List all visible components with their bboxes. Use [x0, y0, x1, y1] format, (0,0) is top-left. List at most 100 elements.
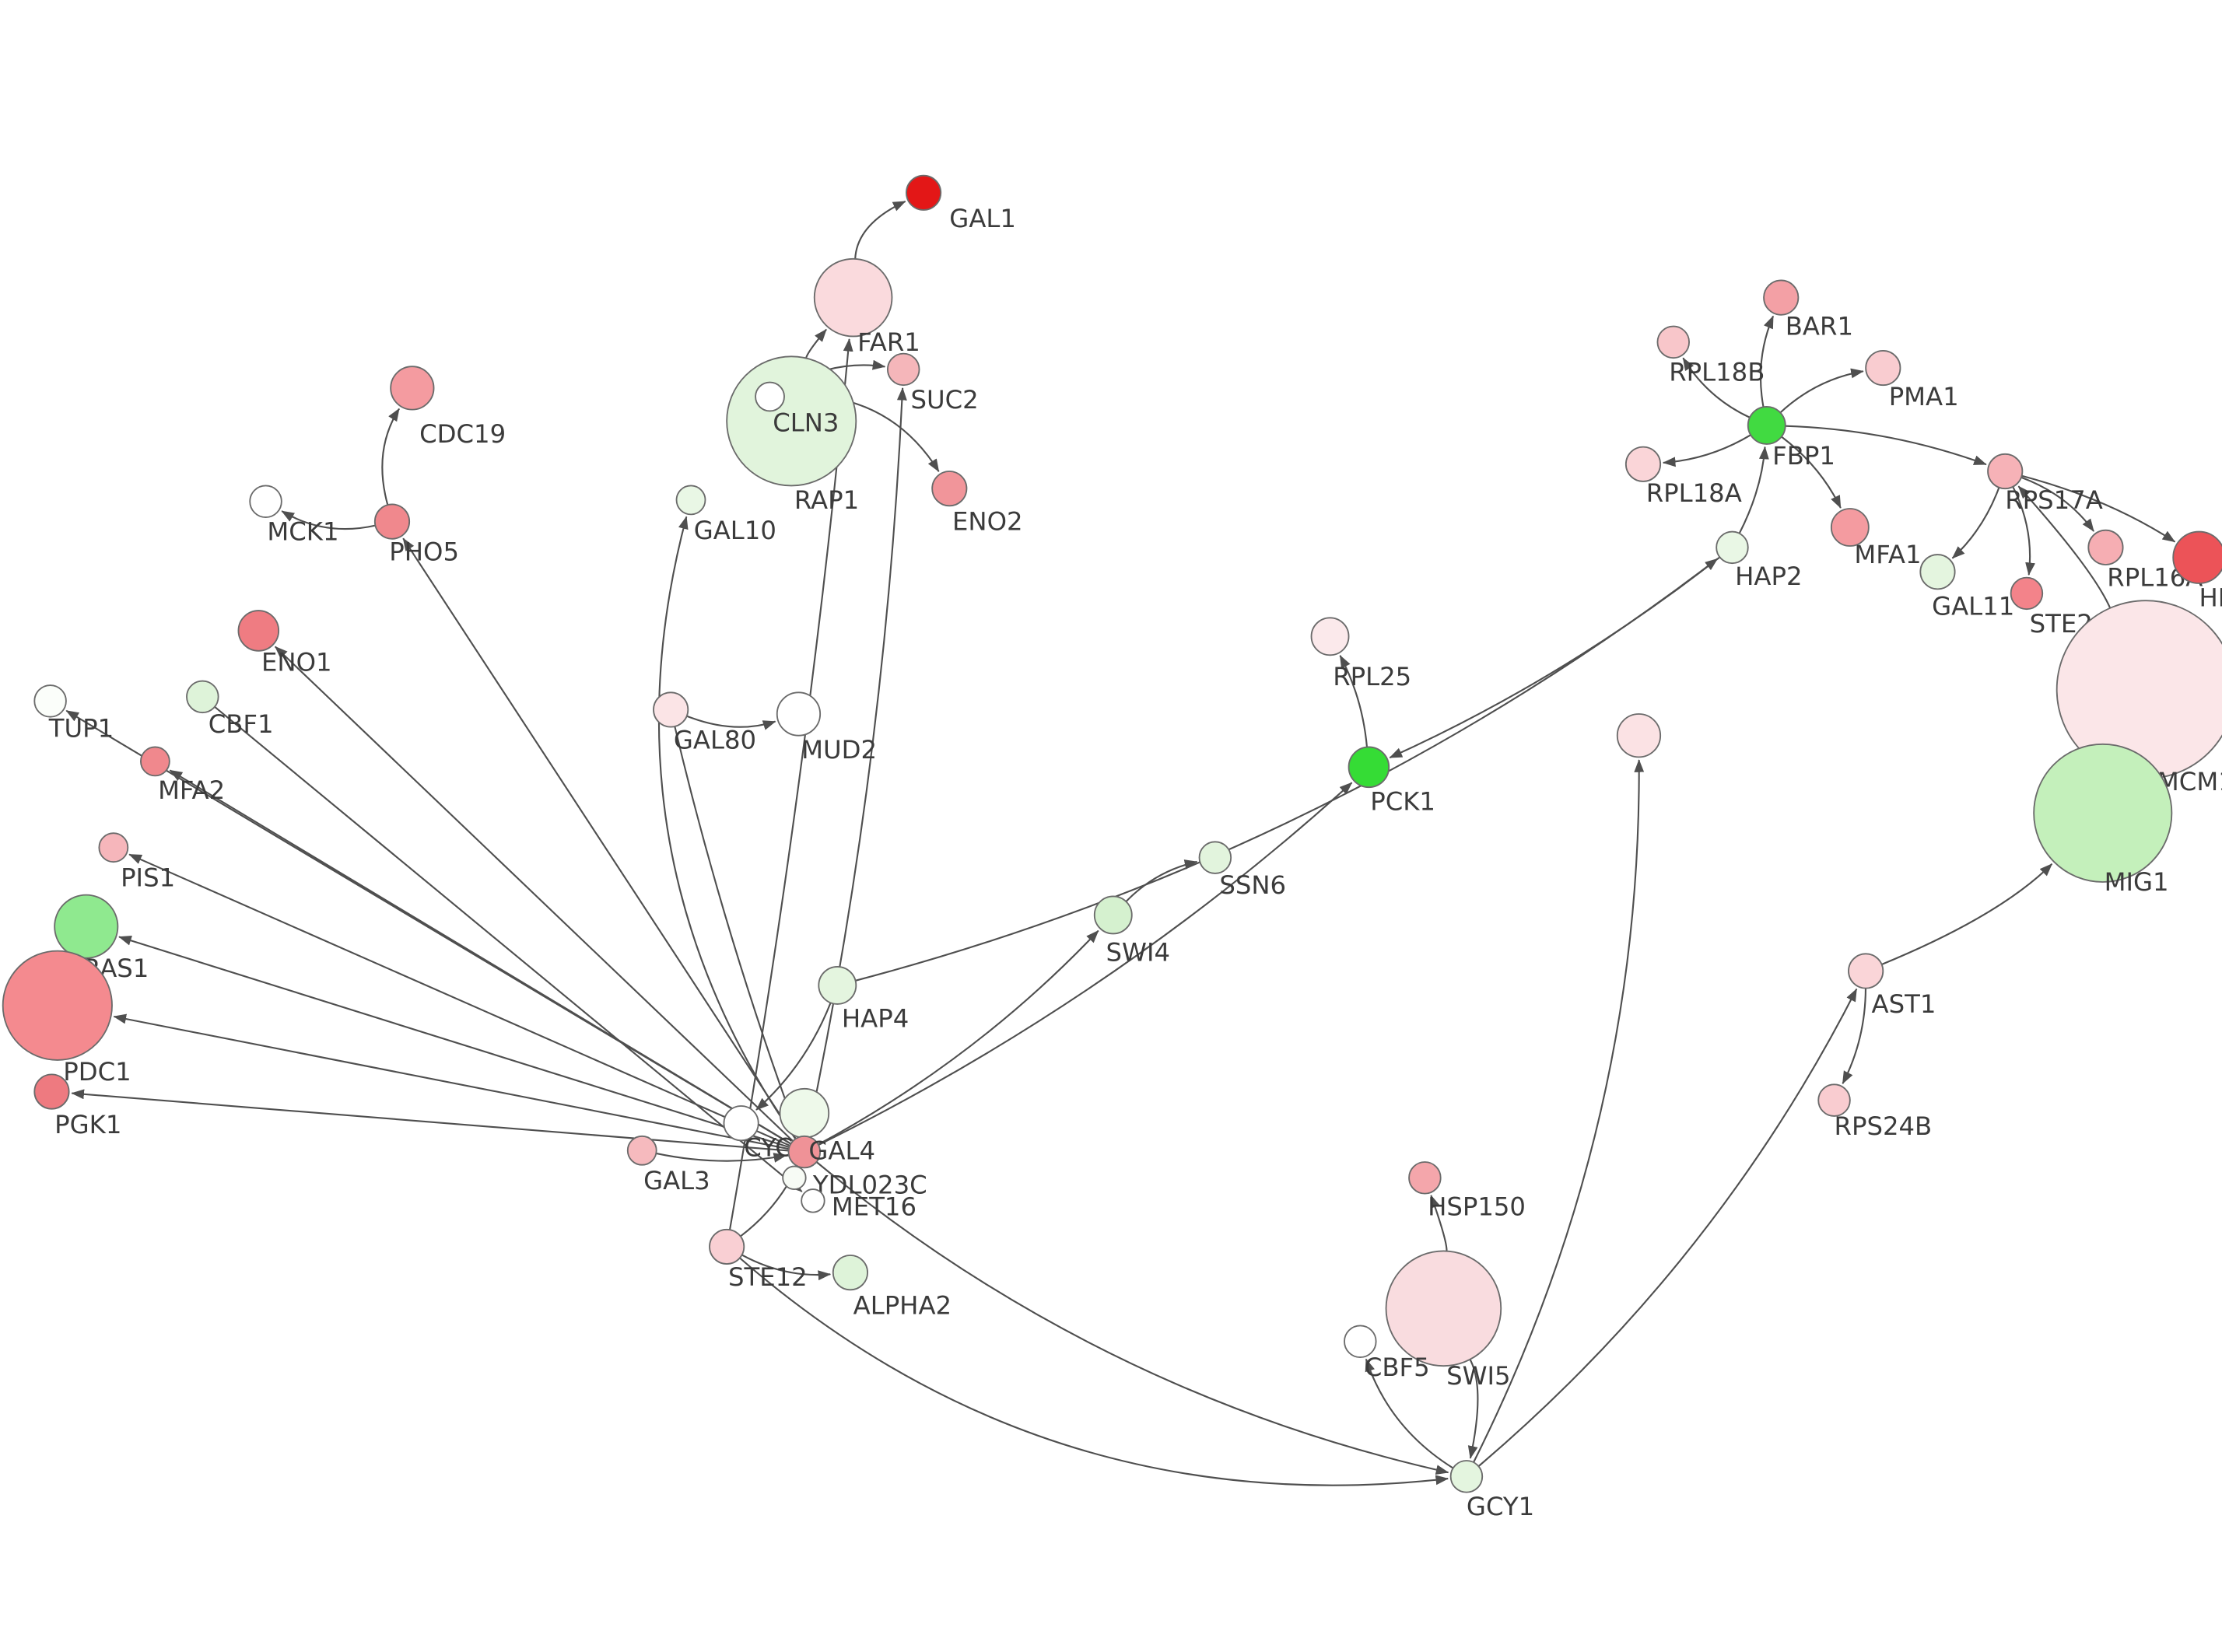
node-SWI4[interactable] [1093, 895, 1133, 935]
edge-GAL4-PGK1[interactable] [71, 1089, 789, 1152]
edge-HAP2-FBP1[interactable] [1738, 446, 1769, 534]
node-FBP1[interactable] [1747, 406, 1786, 445]
node-GAL10[interactable] [675, 485, 706, 516]
node-RPL18B[interactable] [1656, 325, 1690, 359]
edge-GAL4-PDC1[interactable] [113, 1013, 790, 1150]
node-AST1[interactable] [1848, 953, 1884, 989]
node-HAP4[interactable] [818, 966, 857, 1005]
node-RPL25[interactable] [1310, 617, 1350, 656]
edge-GAL4-MFA2[interactable] [169, 769, 792, 1145]
node-RPL16A[interactable] [2087, 529, 2124, 565]
node-MFA1[interactable] [1830, 508, 1870, 547]
node-MUD2[interactable] [776, 691, 822, 737]
node-PHO5[interactable] [373, 503, 411, 540]
edge-FAR1-GAL1[interactable] [854, 200, 906, 259]
node-SUC2[interactable] [887, 352, 920, 387]
node-MIG1[interactable] [2033, 743, 2173, 883]
node-RPS17A[interactable] [1987, 453, 2024, 490]
edge-SWI5-GCY1[interactable] [1467, 1359, 1479, 1459]
edge-PHO5-CDC19[interactable] [381, 408, 400, 506]
edge-GAL4-SWI4[interactable] [818, 929, 1099, 1146]
edge-GAL4-GCY1[interactable] [815, 1161, 1449, 1475]
node-CYC1[interactable] [723, 1105, 759, 1142]
node-STE12[interactable] [709, 1228, 745, 1265]
node-MCK1[interactable] [249, 485, 282, 519]
edge-FBP1-PMA1[interactable] [1779, 368, 1864, 414]
node-PDC1[interactable] [2, 950, 113, 1061]
node-MET16[interactable] [801, 1188, 825, 1213]
edge-GAL4-SUC2[interactable] [806, 387, 907, 1137]
node-CDC19[interactable] [390, 366, 435, 411]
edge-HAP2-PCK1[interactable] [1389, 556, 1721, 759]
edge-RPS17A-STE2[interactable] [2012, 486, 2035, 576]
edge-RPS17A-HIS4[interactable] [2021, 474, 2176, 543]
edge-GAL4-PHO5[interactable] [402, 537, 797, 1139]
node-GCY1[interactable] [1449, 1460, 1484, 1493]
node-YDL023C[interactable] [782, 1165, 807, 1191]
edge-PHO5-MCK1[interactable] [281, 510, 376, 530]
edge-STE12-ALPHA2[interactable] [741, 1254, 832, 1281]
edge-SWI5-HSP150[interactable] [1430, 1195, 1448, 1251]
node-GAL4[interactable] [787, 1135, 822, 1169]
node-GAL80[interactable] [653, 691, 689, 728]
edge-CBF1-MET16[interactable] [214, 705, 803, 1192]
edge-GCY1-NODE_X[interactable] [1473, 759, 1645, 1463]
edge-GAL80-MUD2[interactable] [686, 715, 776, 730]
node-TUP1[interactable] [33, 684, 67, 718]
node-RAS1[interactable] [54, 894, 119, 959]
edge-GAL4-GAL10[interactable] [657, 516, 797, 1139]
node-PCK1[interactable] [1348, 746, 1390, 789]
node-GAL3[interactable] [626, 1135, 657, 1166]
edge-GAL80-GAL4[interactable] [674, 726, 799, 1136]
node-HUB2[interactable] [779, 1087, 830, 1139]
node-ENO1[interactable] [237, 610, 280, 652]
node-RAP1[interactable] [755, 381, 785, 412]
node-ENO2[interactable] [931, 471, 968, 507]
edge-GAL3-GAL4[interactable] [656, 1152, 787, 1163]
edge-GCY1-CBF5[interactable] [1365, 1358, 1454, 1469]
edge-MCM1-RPS17A[interactable] [2017, 485, 2112, 609]
edge-GCY1-AST1[interactable] [1477, 988, 1858, 1468]
edge-FBP1-RPL18A[interactable] [1662, 434, 1751, 467]
node-CBF1[interactable] [186, 680, 219, 714]
node-STE2[interactable] [2010, 576, 2044, 611]
node-FAR1[interactable] [813, 257, 893, 338]
edge-HAP4-CYC1[interactable] [755, 1002, 832, 1111]
node-PMA1[interactable] [1865, 350, 1901, 387]
edge-GAL4-RAS1[interactable] [118, 936, 790, 1148]
edge-HAP4-HAP2[interactable] [855, 558, 1719, 982]
edge-RPS17A-RPL16A[interactable] [2020, 476, 2094, 532]
edge-CLN3-FAR1[interactable] [805, 328, 827, 359]
edge-AST1-RPS24B[interactable] [1842, 988, 1867, 1085]
edge-GAL4-PCK1[interactable] [818, 782, 1353, 1146]
node-PIS1[interactable] [98, 832, 129, 863]
edge-GAL4-ENO1[interactable] [274, 646, 794, 1142]
edge-FBP1-BAR1[interactable] [1759, 315, 1775, 408]
node-SWI5[interactable] [1385, 1250, 1502, 1367]
edge-FBP1-RPL18B[interactable] [1682, 357, 1751, 418]
edge-FBP1-MFA1[interactable] [1781, 436, 1842, 509]
node-RPL18A[interactable] [1624, 446, 1662, 482]
edge-GAL4-PIS1[interactable] [128, 853, 790, 1146]
node-NODE_X[interactable] [1616, 713, 1662, 758]
edge-FBP1-RPS17A[interactable] [1785, 425, 1987, 466]
node-CBF5[interactable] [1344, 1325, 1377, 1359]
node-SSN6[interactable] [1198, 841, 1232, 874]
node-BAR1[interactable] [1763, 279, 1800, 316]
node-MFA2[interactable] [140, 746, 170, 777]
node-PGK1[interactable] [33, 1073, 70, 1110]
node-GAL11[interactable] [1919, 554, 1956, 590]
edge-STE12-GCY1[interactable] [739, 1257, 1449, 1486]
edge-AST1-MIG1[interactable] [1881, 863, 2053, 965]
edge-SWI4-SSN6[interactable] [1125, 859, 1198, 902]
node-GAL1[interactable] [906, 174, 942, 211]
node-HAP2[interactable] [1716, 530, 1749, 565]
edge-PCK1-RPL25[interactable] [1339, 655, 1369, 747]
node-HIS4[interactable] [2172, 530, 2222, 584]
node-RPS24B[interactable] [1817, 1083, 1851, 1117]
node-HSP150[interactable] [1408, 1161, 1442, 1195]
edge-RPS17A-GAL11[interactable] [1951, 487, 2000, 559]
node-ALPHA2[interactable] [832, 1255, 868, 1291]
